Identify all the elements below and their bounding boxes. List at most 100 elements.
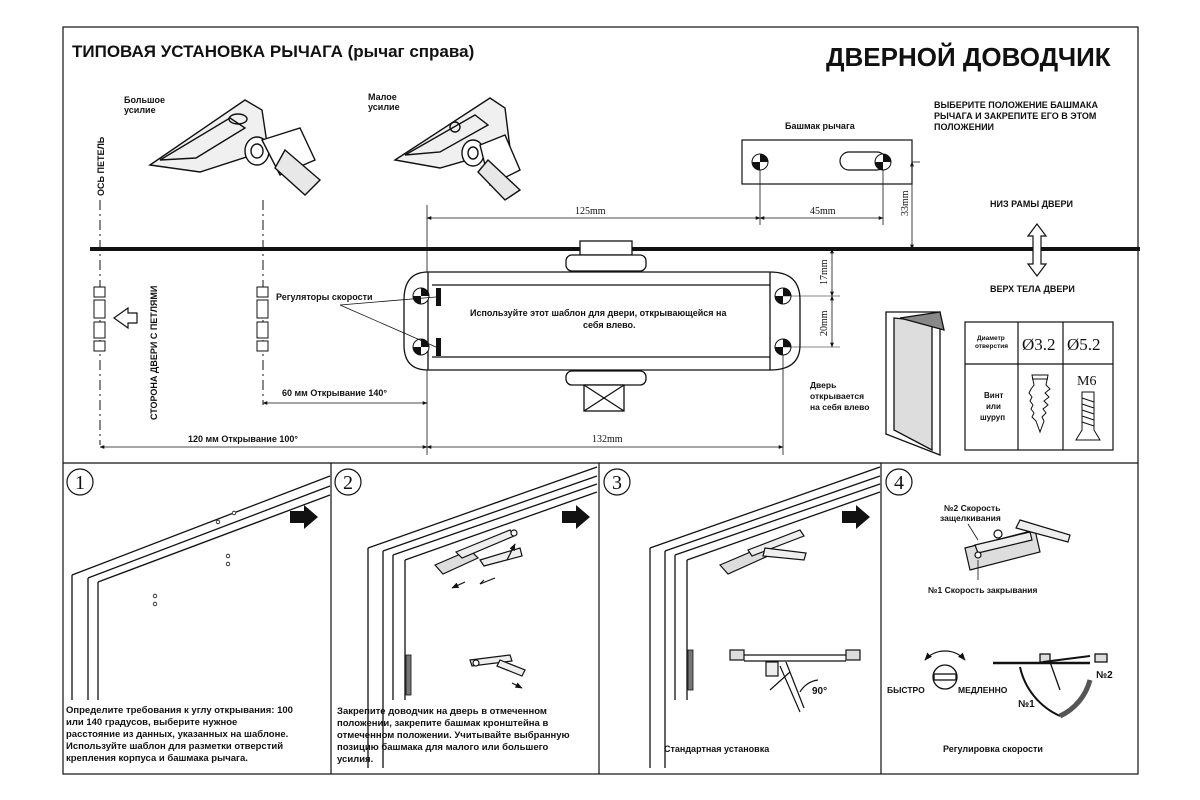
step-4-speed2-2: защелкивания <box>940 513 1001 523</box>
step-2-text: Закрепите доводчик на дверь в отмеченном… <box>337 706 597 766</box>
step-2-hinge <box>405 654 412 696</box>
hole-d1: Ø3.2 <box>1022 335 1056 354</box>
arm-big-label-2: усилие <box>124 105 156 115</box>
step-4-slow: МЕДЛЕННО <box>958 685 1008 695</box>
screw-table <box>964 321 1114 451</box>
step-1-line-2: или 140 градусов, выберите нужное <box>66 717 238 728</box>
up-down-arrow <box>1026 223 1048 277</box>
dim-20-text: 20mm <box>819 310 830 336</box>
arm-big-force-illustration <box>148 99 322 196</box>
svg-text:4: 4 <box>894 472 904 494</box>
body-hole-bl <box>412 338 430 356</box>
closer-body-template <box>403 240 801 412</box>
dim-33-text: 33mm <box>900 190 911 216</box>
body-hole-br <box>774 338 792 356</box>
door-opens-1: Дверь <box>810 380 836 390</box>
step-4-speed1: №1 Скорость закрывания <box>928 585 1038 595</box>
step-2-line-4: позицию башмака для малого или большего <box>337 742 549 753</box>
step-2-line-1: Закрепите доводчик на дверь в отмеченном <box>337 706 547 717</box>
step-4-number: 4 <box>885 468 913 496</box>
step-3-number: 3 <box>603 468 631 496</box>
step-1-number: 1 <box>66 468 94 496</box>
step-2-door-frame <box>367 466 598 768</box>
hinge-axis-label: ОСЬ ПЕТЕЛЬ <box>96 136 106 196</box>
dim-17-text: 17mm <box>819 259 830 285</box>
dim-45-text: 45mm <box>810 206 836 217</box>
title-left: ТИПОВАЯ УСТАНОВКА РЫЧАГА (рычаг справа) <box>72 42 474 61</box>
shoe-label: Башмак рычага <box>785 121 856 131</box>
hole-d2: Ø5.2 <box>1067 335 1101 354</box>
select-note-1: ВЫБЕРИТЕ ПОЛОЖЕНИЕ БАШМАКА <box>934 100 1098 110</box>
open-door-icon <box>885 311 945 456</box>
template-note-1: Используйте этот шаблон для двери, откры… <box>470 308 727 318</box>
svg-text:2: 2 <box>343 472 353 494</box>
speed-regulators-label: Регуляторы скорости <box>276 292 373 302</box>
dim-60-text: 60 мм Открывание 140° <box>282 388 387 398</box>
hole-label-2: отверстия <box>975 343 1008 350</box>
step-4-zone-diagram <box>993 653 1108 719</box>
hole-label-1: Диаметр <box>977 335 1005 342</box>
step-3-next-arrow <box>842 505 870 529</box>
step-2-line-5: усилия. <box>337 754 374 765</box>
step-1-line-5: крепления корпуса и башмака рычага. <box>66 753 248 764</box>
arm-big-label-1: Большое <box>124 95 165 105</box>
hinge-side-label: СТОРОНА ДВЕРИ С ПЕТЛЯМИ <box>149 286 159 420</box>
step-2-arm-detail <box>469 654 526 677</box>
step-2-line-3: отмеченном положении. Учитывайте выбранн… <box>337 730 570 741</box>
select-note-2: РЫЧАГА И ЗАКРЕПИТЕ ЕГО В ЭТОМ <box>934 111 1096 121</box>
speed-regulator-top <box>436 288 441 306</box>
select-note-3: ПОЛОЖЕНИИ <box>934 122 994 132</box>
arm-small-label-1: Малое <box>368 92 397 102</box>
arm-small-label-2: усилие <box>368 102 400 112</box>
step-3-hinge <box>687 649 694 691</box>
step-2-line-2: положении, закрепите башмак кронштейна в <box>337 718 549 729</box>
step-2-closer-assembly <box>433 529 523 575</box>
dim-132-text: 132mm <box>592 434 623 445</box>
dim-120-text: 120 мм Открывание 100° <box>188 434 298 444</box>
step-3-door-frame <box>649 466 881 768</box>
body-hole-tl <box>412 287 430 305</box>
svg-text:1: 1 <box>75 472 85 494</box>
step-1-next-arrow <box>290 505 318 529</box>
arm-small-force-illustration <box>393 97 522 201</box>
template-note-2: себя влево. <box>583 320 636 330</box>
title-right: ДВЕРНОЙ ДОВОДЧИК <box>826 42 1111 72</box>
step-1-marked-holes <box>152 510 237 607</box>
step-4-speed2-1: №2 Скорость <box>944 503 1000 513</box>
step-1-line-4: Используйте шаблон для разметки отверсти… <box>66 741 284 752</box>
hinge-symbol-left <box>93 286 106 352</box>
step-3-angle: 90° <box>812 686 827 697</box>
door-top-label: ВЕРХ ТЕЛА ДВЕРИ <box>990 284 1075 294</box>
hinge-direction-arrow <box>112 306 138 330</box>
step-1-line-3: расстояние из данных, указанных на шабло… <box>66 729 289 740</box>
step-2-number: 2 <box>334 468 362 496</box>
step-4-n1: №1 <box>1018 699 1035 710</box>
outer-frame <box>62 26 1139 775</box>
shoe-hole-right <box>874 153 892 171</box>
machine-screw-icon <box>1075 391 1101 441</box>
shoe-hole-left <box>751 153 769 171</box>
step-3-closer-assembly <box>718 529 807 575</box>
step-4-valve-icon <box>924 650 966 690</box>
step-4-caption: Регулировка скорости <box>943 744 1043 754</box>
step-1-text: Определите требования к углу открывания:… <box>66 705 328 765</box>
wood-screw-icon <box>1028 374 1051 434</box>
step-1-line-1: Определите требования к углу открывания:… <box>66 705 293 716</box>
step-4-closer-detail <box>964 519 1071 571</box>
step-3-caption: Стандартная установка <box>664 744 770 754</box>
step-1-door-frame <box>71 475 331 700</box>
screw-label-2: или <box>986 402 1001 411</box>
hinge-symbol-right <box>256 286 269 352</box>
screw-label-3: шуруп <box>980 413 1005 422</box>
step-2-next-arrow <box>562 505 590 529</box>
screw-m6: M6 <box>1077 374 1096 389</box>
door-opens-2: открывается <box>810 391 864 401</box>
svg-text:3: 3 <box>612 472 622 494</box>
door-opens-3: на себя влево <box>810 402 869 412</box>
step-4-fast: БЫСТРО <box>887 685 925 695</box>
step-4-n2: №2 <box>1096 670 1113 681</box>
step-3-top-view <box>729 649 861 713</box>
speed-regulator-bottom <box>436 338 441 356</box>
frame-bottom-label: НИЗ РАМЫ ДВЕРИ <box>990 199 1073 209</box>
